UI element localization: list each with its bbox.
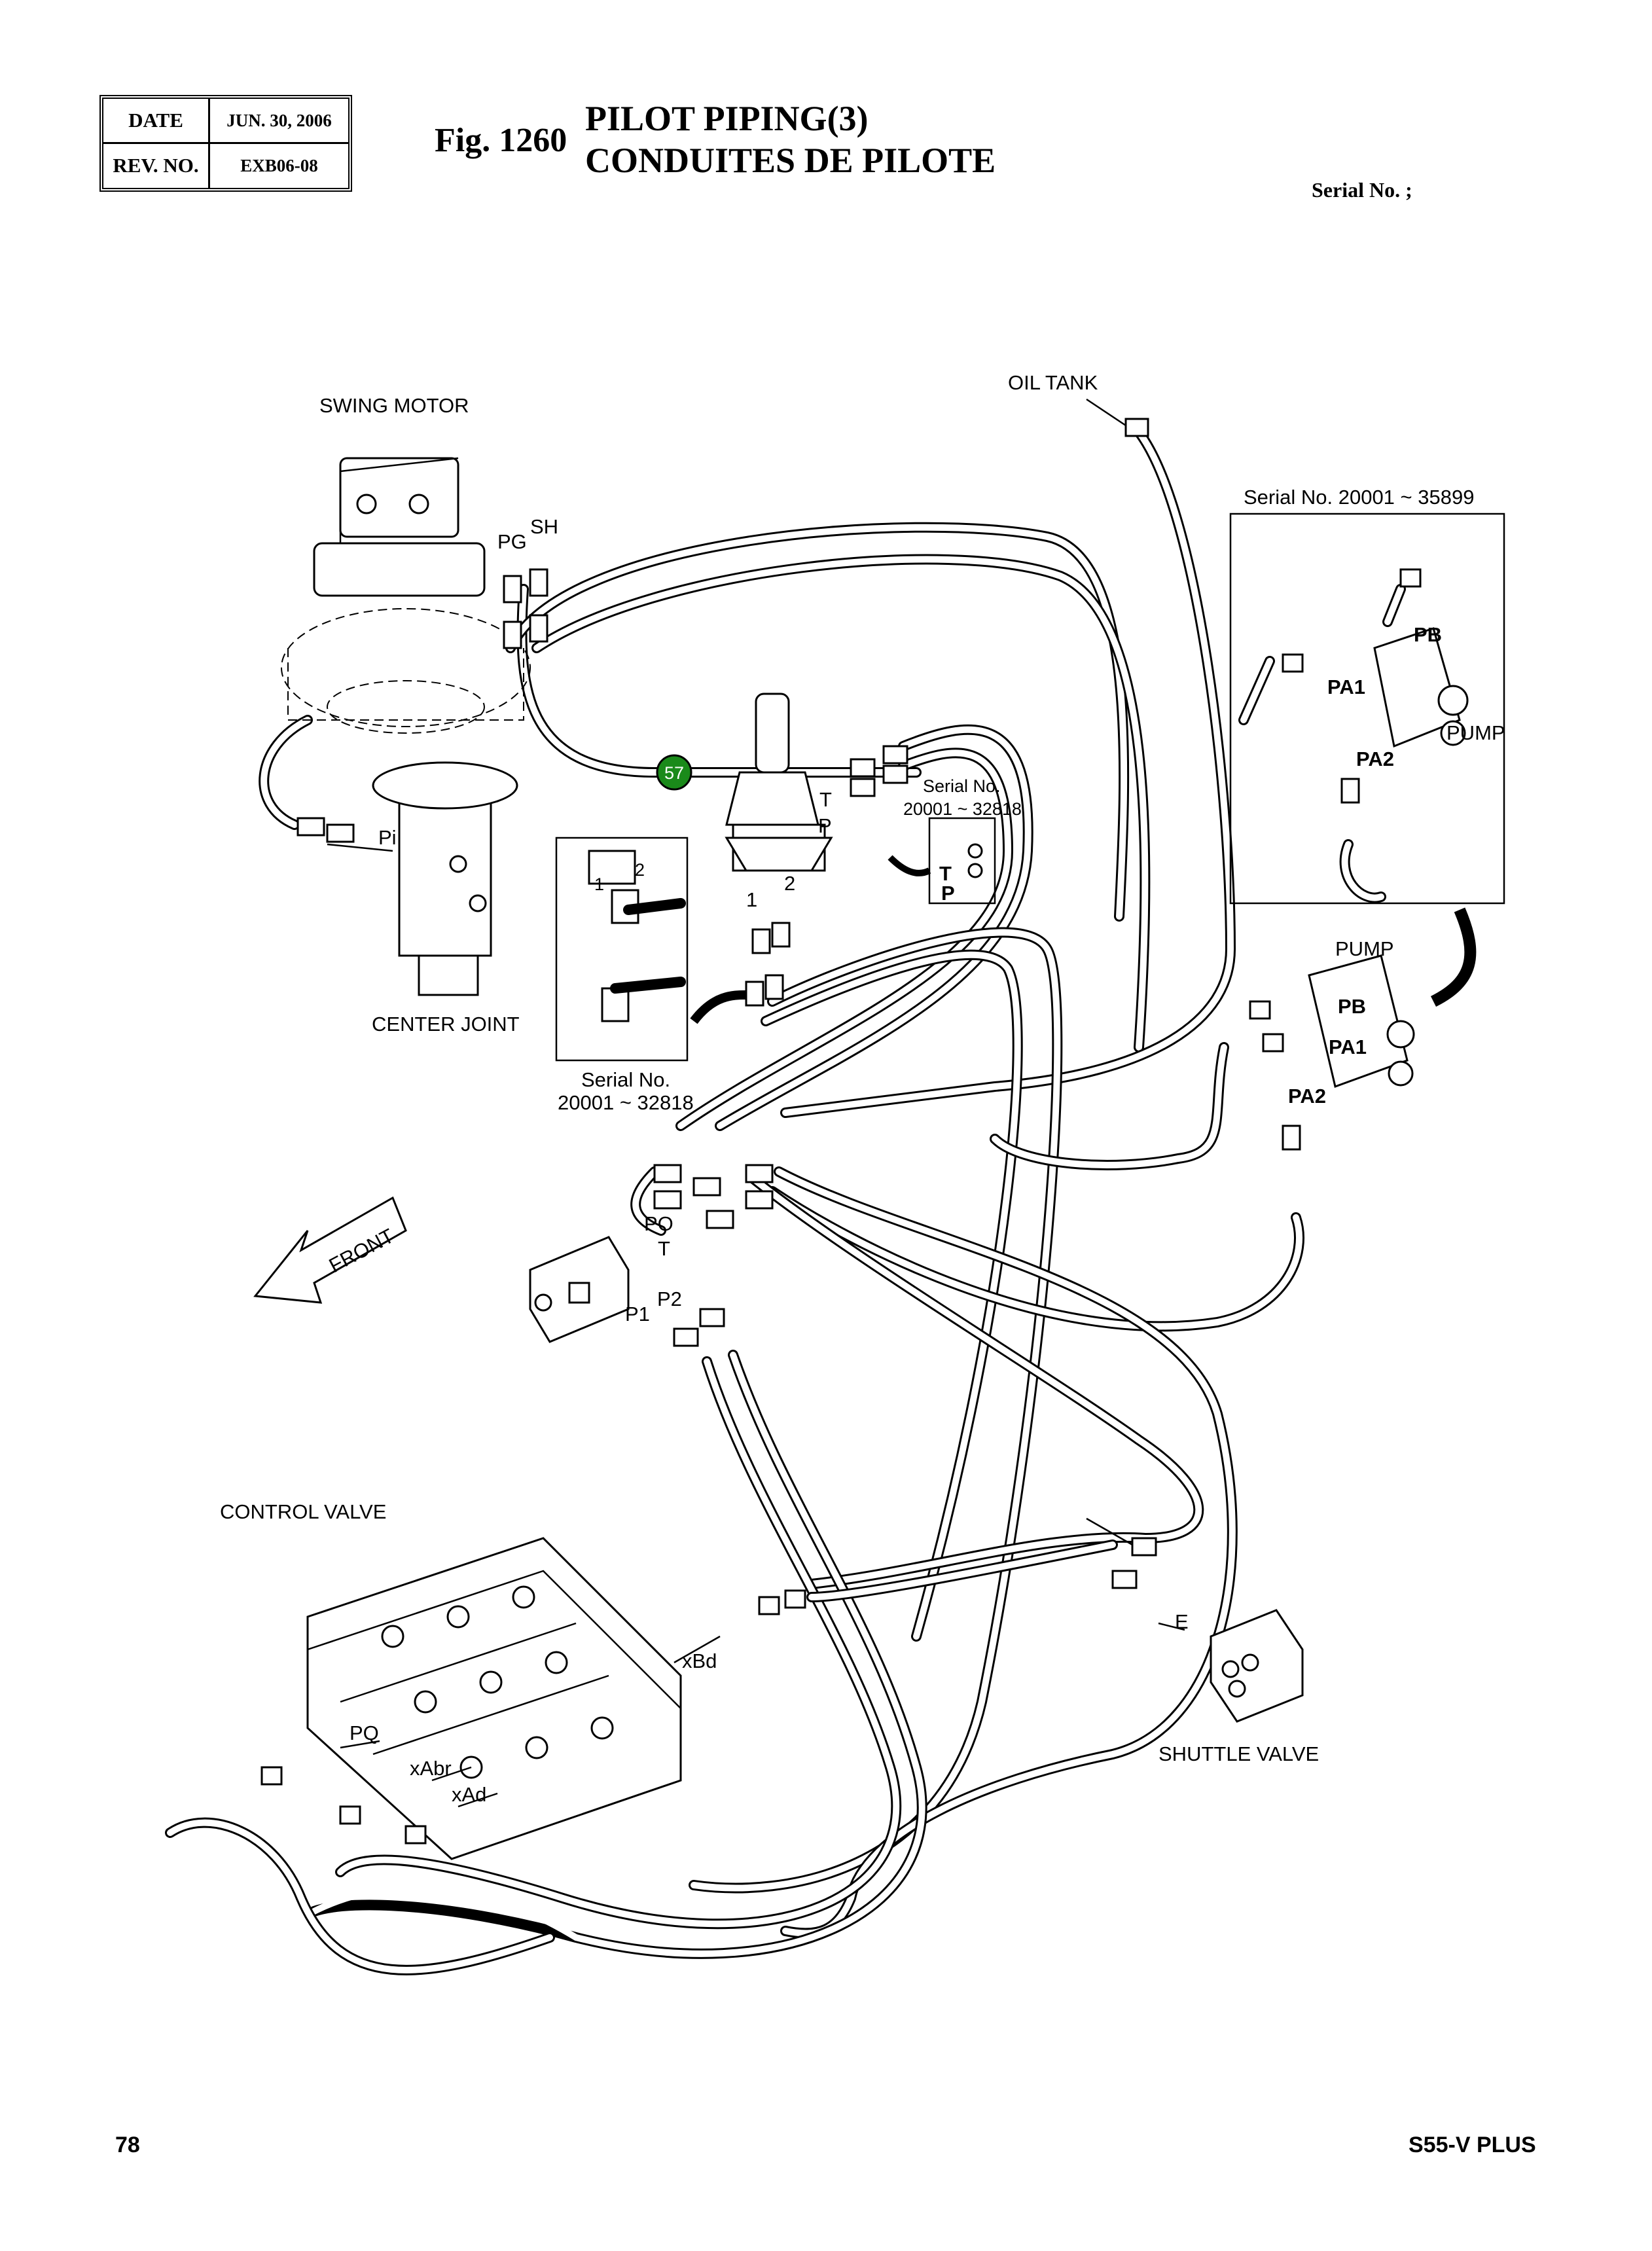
callout-57: 57 [656, 754, 692, 791]
date-label: DATE [128, 109, 183, 132]
center-joint-label: CENTER JOINT [372, 1013, 520, 1035]
main-pump [1308, 954, 1415, 1088]
figure-title-fr: CONDUITES DE PILOTE [585, 141, 996, 180]
fittings [260, 418, 1422, 1845]
swing-motor-label: SWING MOTOR [319, 394, 469, 417]
joystick-port-2: 2 [784, 872, 795, 895]
figure-title-en: PILOT PIPING(3) [585, 99, 869, 138]
front-arrow: FRONT [253, 1196, 407, 1304]
joystick-serial-inset [888, 817, 996, 905]
page-number: 78 [115, 2133, 140, 2157]
p2-label: P2 [657, 1288, 682, 1310]
figure-number: Fig. 1260 [435, 122, 567, 159]
pump-main-label: PUMP [1335, 937, 1394, 960]
xad-label: xAd [452, 1783, 486, 1806]
pa1-inset-label: PA1 [1327, 675, 1365, 698]
left-serial-inset [555, 837, 747, 1062]
shuttle-valve [1210, 1609, 1304, 1723]
control-valve [306, 1537, 682, 1860]
sh-label: SH [530, 515, 558, 538]
diagram-labels: SWING MOTOR OIL TANK CENTER JOINT CONTRO… [220, 371, 1505, 1806]
pb-inset-label: PB [1414, 623, 1442, 646]
pump-inset-serial: Serial No. 20001 ~ 35899 [1244, 486, 1474, 509]
joystick-inset-serial-1: Serial No. [923, 776, 1001, 796]
pa2-inset-label: PA2 [1356, 747, 1394, 770]
revision-table: DATE JUN. 30, 2006 REV. NO. EXB06-08 [99, 95, 352, 192]
t-port-label: T [819, 788, 832, 811]
pa2-main-label: PA2 [1288, 1085, 1326, 1107]
p-inset-label: P [941, 882, 955, 905]
po-label: PO [644, 1212, 673, 1235]
pg-label: PG [497, 530, 527, 553]
pb-main-label: PB [1338, 995, 1366, 1018]
left-inset-serial-1: Serial No. [581, 1068, 670, 1091]
inset-port-2: 2 [635, 860, 645, 880]
p-port-label: P [818, 814, 832, 837]
model-name: S55-V PLUS [1409, 2133, 1536, 2157]
joystick [725, 693, 833, 872]
control-valve-label: CONTROL VALVE [220, 1500, 386, 1523]
joystick-inset-serial-2: 20001 ~ 32818 [903, 799, 1022, 819]
p1-label: P1 [625, 1303, 650, 1325]
serial-number-label: Serial No. ; [1312, 178, 1412, 202]
inset-port-1: 1 [594, 874, 604, 894]
rev-value: EXB06-08 [240, 155, 318, 175]
shuttle-valve-label: SHUTTLE VALVE [1158, 1742, 1319, 1765]
xabr-label: xAbr [410, 1757, 452, 1780]
t-inset-label: T [939, 862, 952, 885]
leader-lines [327, 398, 1185, 1808]
pq-label: PQ [350, 1721, 379, 1744]
date-value: JUN. 30, 2006 [226, 110, 332, 130]
pilot-valve-block [529, 1236, 630, 1343]
pa1-main-label: PA1 [1329, 1035, 1367, 1058]
hoses [165, 427, 1406, 1975]
rev-label: REV. NO. [113, 154, 199, 177]
callout-57-label: 57 [664, 763, 684, 783]
pump-inset [1229, 513, 1505, 1007]
oil-tank-label: OIL TANK [1008, 371, 1098, 394]
pi-label: Pi [378, 826, 397, 849]
pump-inset-label: PUMP [1446, 721, 1505, 744]
xbd-label: xBd [682, 1649, 717, 1672]
t-valve-label: T [658, 1237, 670, 1260]
e-label: E [1175, 1610, 1189, 1633]
left-inset-serial-2: 20001 ~ 32818 [558, 1091, 694, 1114]
joystick-port-1: 1 [746, 888, 757, 911]
swing-motor [281, 457, 531, 734]
center-joint [372, 761, 518, 996]
